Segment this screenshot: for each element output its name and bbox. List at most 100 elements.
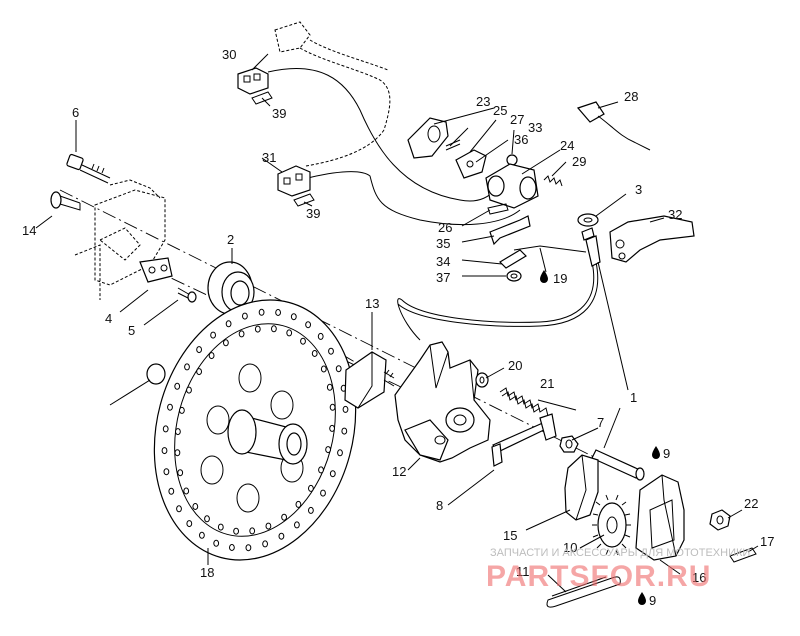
label-35: 35 <box>436 236 450 251</box>
brake-pedal-32 <box>609 215 695 263</box>
label-19: 19 <box>553 271 567 286</box>
label-36: 36 <box>514 132 528 147</box>
disc-vent-hole <box>254 325 261 333</box>
label-29: 29 <box>572 154 586 169</box>
connector-30 <box>237 67 269 95</box>
disc-vent-hole <box>229 544 235 551</box>
disc-vent-hole <box>183 487 190 495</box>
wiring-harness <box>267 21 521 226</box>
label-9b: 9 <box>649 593 656 608</box>
bracket-35 <box>489 215 531 246</box>
label-21: 21 <box>540 376 554 391</box>
bracket-4 <box>139 257 173 283</box>
label-32: 32 <box>668 207 682 222</box>
label-31: 31 <box>262 150 276 165</box>
label-12: 12 <box>392 464 406 479</box>
label-16: 16 <box>692 570 706 585</box>
disc-vent-hole <box>168 487 175 495</box>
plate-27 <box>455 149 487 179</box>
label-5: 5 <box>128 323 135 338</box>
screw-5 <box>177 287 197 303</box>
washer-37 <box>506 270 522 282</box>
disc-vent-hole <box>335 365 342 373</box>
sprocket-10 <box>592 494 631 556</box>
nut-7 <box>559 435 579 453</box>
disc-vent-hole <box>233 527 240 535</box>
disc-vent-hole <box>262 540 269 548</box>
disc-vent-hole <box>242 312 248 320</box>
disc-vent-hole <box>342 405 349 413</box>
label-39a: 39 <box>272 106 286 121</box>
washer-33 <box>506 154 518 166</box>
disc-vent-hole <box>196 346 203 354</box>
disc-vent-hole <box>192 503 199 510</box>
label-15: 15 <box>503 528 517 543</box>
clip-39-lower <box>293 193 315 207</box>
disc-vent-hole <box>210 331 217 339</box>
disc-vent-hole <box>217 523 224 531</box>
label-8: 8 <box>436 498 443 513</box>
bracket-8 <box>491 413 557 467</box>
label-13: 13 <box>365 296 379 311</box>
brake-cable <box>397 227 601 341</box>
disc-vent-hole <box>186 520 193 528</box>
oil-drop-icon <box>652 446 660 459</box>
disc-vent-hole <box>286 329 293 337</box>
label-24: 24 <box>560 138 574 153</box>
label-4: 4 <box>105 311 112 326</box>
spring-29 <box>543 175 563 187</box>
disc-vent-hole <box>329 424 336 432</box>
label-11: 11 <box>516 564 530 579</box>
disc-vent-hole <box>174 449 181 457</box>
disc-vent-hole <box>308 506 314 514</box>
disc-vent-hole <box>176 505 182 513</box>
o-ring-38 <box>146 363 166 385</box>
disc-vent-hole <box>163 468 170 476</box>
label-23: 23 <box>476 94 490 109</box>
disc-vent-hole <box>177 469 184 477</box>
bracket-34 <box>499 249 527 269</box>
disc-vent-hole <box>320 365 327 373</box>
disc-vent-hole <box>341 427 348 435</box>
sensor-28 <box>576 101 651 151</box>
disc-vent-hole <box>245 544 252 552</box>
nut-22 <box>709 509 731 531</box>
bolt-14 <box>50 191 81 211</box>
switch-cover-23 <box>407 117 449 159</box>
label-26: 26 <box>438 220 452 235</box>
callout-labels: 1 2 3 4 5 6 7 8 9 9 10 11 12 13 14 15 16… <box>22 47 774 608</box>
disc-vent-hole <box>162 425 169 433</box>
disc-vent-hole <box>295 500 302 508</box>
label-30: 30 <box>222 47 236 62</box>
disc-vent-hole <box>174 382 181 390</box>
washer-3 <box>577 213 599 227</box>
label-33: 33 <box>528 120 542 135</box>
label-28: 28 <box>624 89 638 104</box>
oil-drop-icon <box>540 270 548 283</box>
pin-17 <box>729 547 757 563</box>
disc-vent-hole <box>208 352 215 360</box>
label-20: 20 <box>508 358 522 373</box>
screw-25 <box>445 139 461 151</box>
connector-31 <box>277 165 311 197</box>
disc-vent-hole <box>278 532 285 540</box>
disc-vent-hole <box>186 386 192 394</box>
disc-vent-hole <box>308 484 314 492</box>
watermark: ЗАПЧАСТИ И АКСЕССУАРЫ ДЛЯ МОТОТЕХНИКИ PA… <box>486 547 750 593</box>
disc-vent-hole <box>196 368 203 376</box>
disc-vent-hole <box>328 347 334 355</box>
disc-vent-hole <box>290 313 297 321</box>
label-25: 25 <box>493 103 507 118</box>
label-39b: 39 <box>306 206 320 221</box>
label-34: 34 <box>436 254 450 269</box>
disc-vent-hole <box>204 515 210 523</box>
disc-vent-hole <box>337 449 343 457</box>
label-22: 22 <box>744 496 758 511</box>
watermark-caption: ЗАПЧАСТИ И АКСЕССУАРЫ ДЛЯ МОТОТЕХНИКИ <box>490 547 750 559</box>
disc-vent-hole <box>300 337 306 345</box>
leader-lines <box>35 53 759 593</box>
disc-vent-hole <box>320 489 326 497</box>
disc-vent-hole <box>271 325 277 333</box>
guard-16 <box>635 474 685 561</box>
